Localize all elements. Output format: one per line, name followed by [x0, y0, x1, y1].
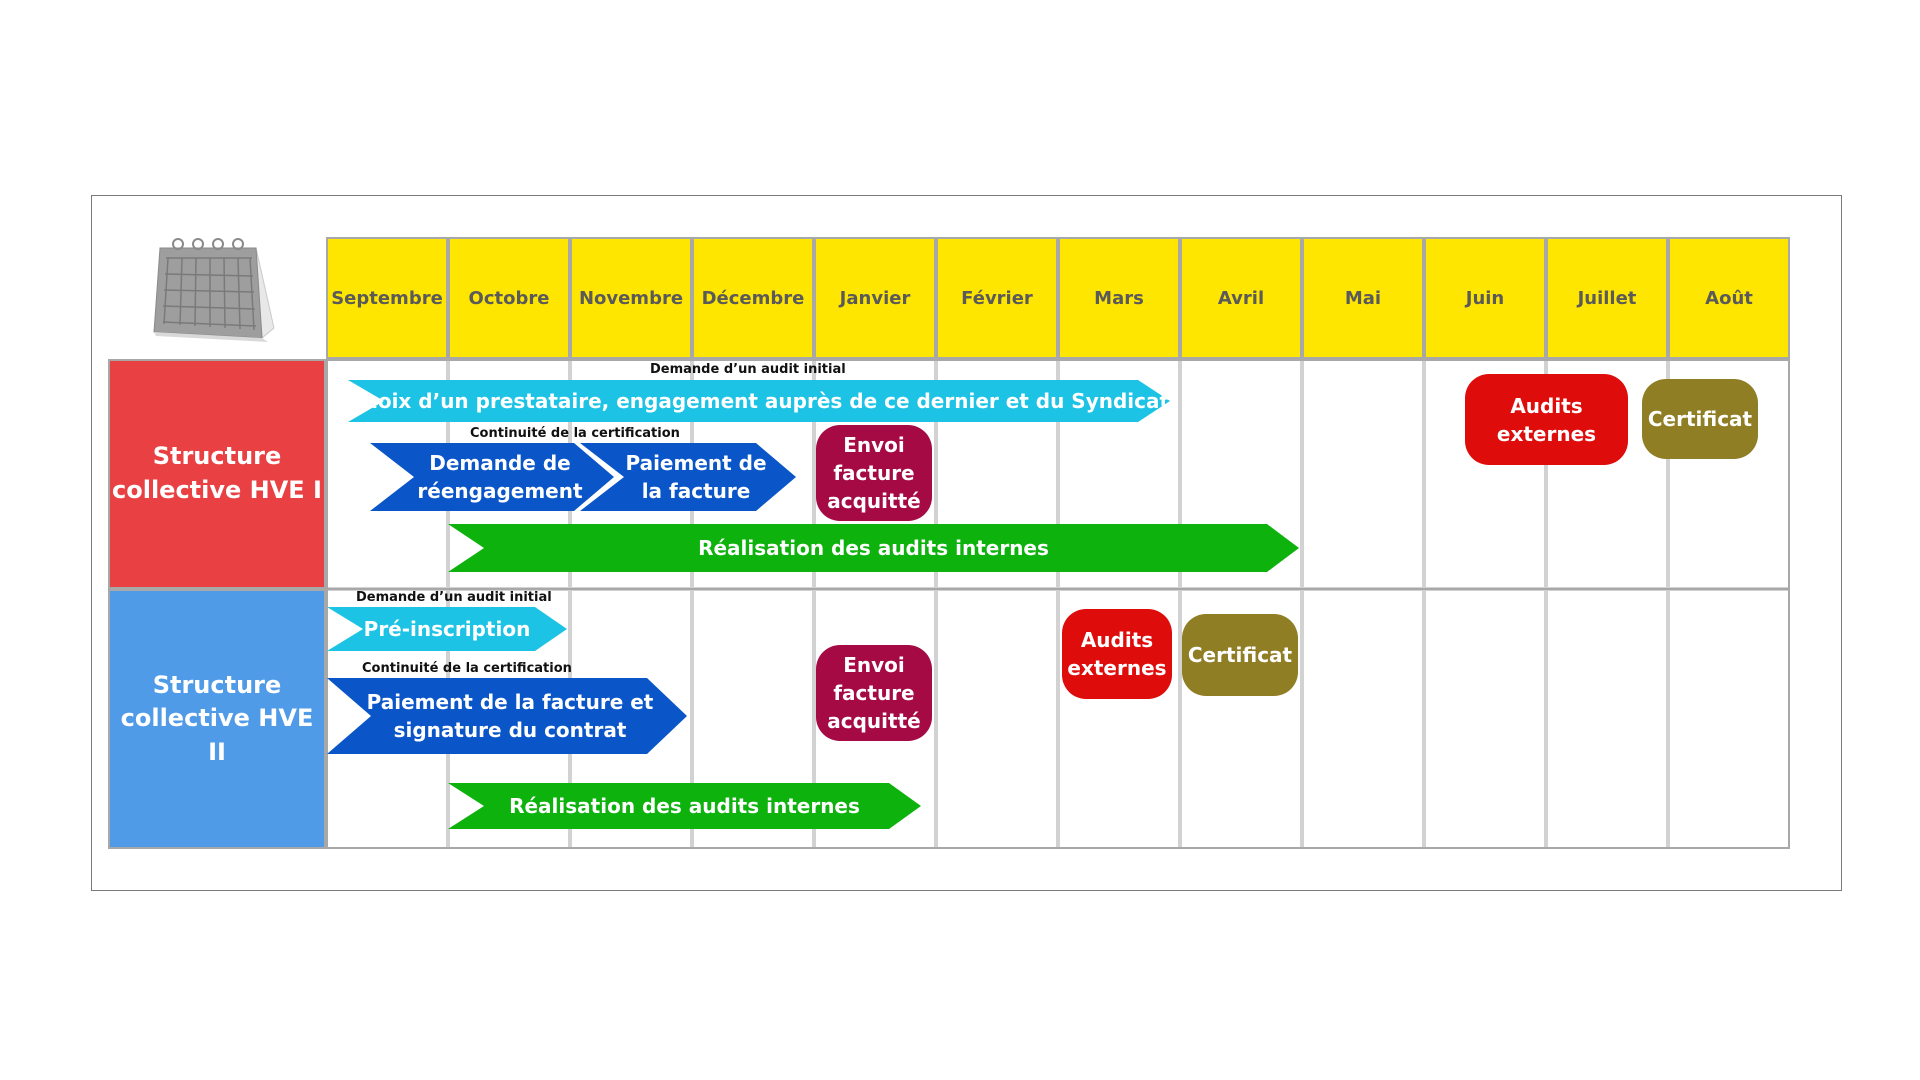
arrow-internal-audits-hve2: Réalisation des audits internes [448, 783, 921, 829]
note-initial-audit-hve2: Demande d’un audit initial [356, 590, 552, 605]
month-header: Juin [1424, 237, 1546, 359]
month-header: Décembre [692, 237, 814, 359]
row-divider [326, 588, 1790, 590]
note-initial-audit-hve1: Demande d’un audit initial [650, 362, 846, 377]
month-header: Octobre [448, 237, 570, 359]
month-header: Août [1668, 237, 1790, 359]
arrow-preinscription: Pré-inscription [327, 607, 567, 651]
month-header: Septembre [326, 237, 448, 359]
arrow-invoice-payment-hve2: Paiement de la facture et signature du c… [327, 678, 687, 754]
month-header: Mai [1302, 237, 1424, 359]
box-certificate-hve1: Certificat [1642, 379, 1758, 459]
grid-border [326, 359, 1790, 849]
grid-cell [936, 589, 1058, 849]
row-label-hve1: Structure collective HVE I [108, 359, 326, 589]
month-header: Avril [1180, 237, 1302, 359]
arrow-internal-audits-hve1: Réalisation des audits internes [448, 524, 1299, 572]
note-continuity-hve2: Continuité de la certification [362, 661, 572, 676]
month-header: Janvier [814, 237, 936, 359]
calendar-icon [153, 238, 275, 342]
row-label-hve2: Structure collective HVE II [108, 589, 326, 849]
month-header: Février [936, 237, 1058, 359]
month-header: Juillet [1546, 237, 1668, 359]
box-certificate-hve2: Certificat [1182, 614, 1298, 696]
box-external-audits-hve1: Audits externes [1465, 374, 1628, 465]
grid-cell [1546, 589, 1668, 849]
box-external-audits-hve2: Audits externes [1062, 609, 1172, 699]
month-header: Novembre [570, 237, 692, 359]
grid-cell [1424, 589, 1546, 849]
arrow-choice-provider: Choix d’un prestataire, engagement auprè… [348, 380, 1170, 422]
month-header: Mars [1058, 237, 1180, 359]
box-invoice-sent-hve1: Envoi facture acquitté [816, 425, 932, 521]
box-invoice-sent-hve2: Envoi facture acquitté [816, 645, 932, 741]
note-continuity-hve1: Continuité de la certification [470, 426, 680, 441]
